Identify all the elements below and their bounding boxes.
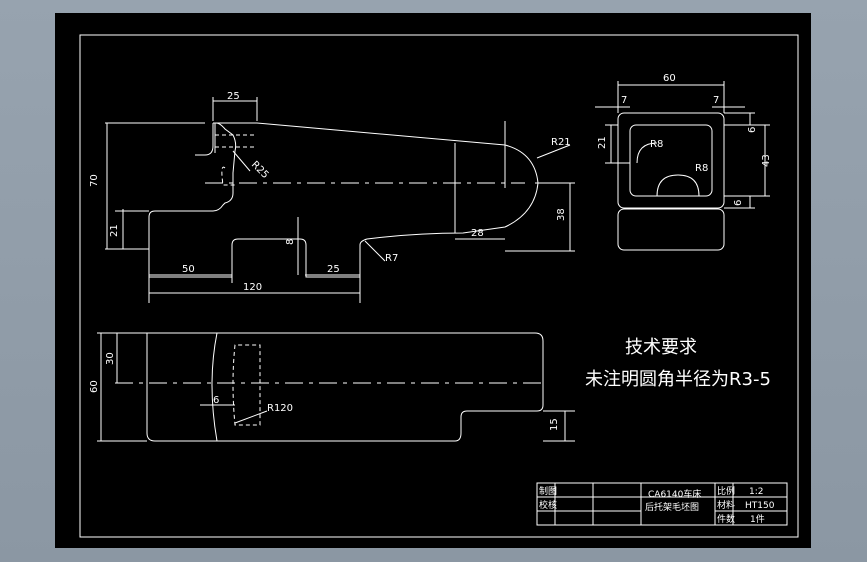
tb-part-name-1: CA6140车床: [648, 488, 701, 500]
dim-120: 120: [243, 282, 262, 293]
dim-r120: R120: [267, 403, 293, 414]
notes-line1: 未注明圆角半径为R3-5: [585, 369, 771, 390]
dim-30: 30: [105, 352, 116, 365]
tb-quantity-label: 件数: [717, 513, 735, 525]
top-view: [97, 332, 575, 442]
dim-7-left: 7: [621, 95, 627, 106]
dim-50: 50: [182, 264, 195, 275]
dim-60-top: 60: [89, 380, 100, 393]
tb-checked-label: 校核: [539, 499, 557, 511]
front-view: [105, 97, 575, 303]
dim-r8-bottom: R8: [695, 163, 708, 174]
dim-21-front: 21: [109, 224, 120, 237]
dim-28: 28: [471, 228, 484, 239]
dim-60-side: 60: [663, 73, 676, 84]
tb-material-value: HT150: [745, 501, 775, 511]
dim-r8-top: R8: [650, 139, 663, 150]
tb-drawn-label: 制图: [539, 485, 557, 497]
dim-r7: R7: [385, 253, 398, 264]
dim-8: 8: [285, 239, 296, 245]
dim-r25: R25: [249, 159, 271, 181]
tb-scale-value: 1:2: [749, 487, 763, 497]
tb-part-name-2: 后托架毛坯图: [645, 501, 699, 513]
dim-21-side: 21: [597, 136, 608, 149]
dim-r21: R21: [551, 137, 571, 148]
dim-15: 15: [549, 418, 560, 431]
tb-quantity-value: 1件: [750, 513, 765, 525]
dim-38: 38: [556, 208, 567, 221]
dim-6: 6: [213, 395, 219, 406]
tb-scale-label: 比例: [717, 485, 735, 497]
dim-7-right: 7: [713, 95, 719, 106]
drawing-canvas: 25 70 21 8 28 38 50 25 120 R21 R25 R7 60…: [79, 34, 799, 538]
title-block: [536, 482, 788, 526]
tb-material-label: 材料: [717, 499, 735, 511]
side-view: [595, 81, 770, 251]
dim-70: 70: [89, 174, 100, 187]
drawing-sheet: 25 70 21 8 28 38 50 25 120 R21 R25 R7 60…: [55, 13, 811, 548]
dim-43: 43: [761, 154, 772, 167]
drawing-frame: [79, 34, 799, 538]
notes-title: 技术要求: [625, 337, 697, 358]
dim-25-top: 25: [227, 91, 240, 102]
dim-6-top: 6: [747, 127, 758, 133]
dim-25-bottom: 25: [327, 264, 340, 275]
dim-6-bottom: 6: [733, 200, 744, 206]
